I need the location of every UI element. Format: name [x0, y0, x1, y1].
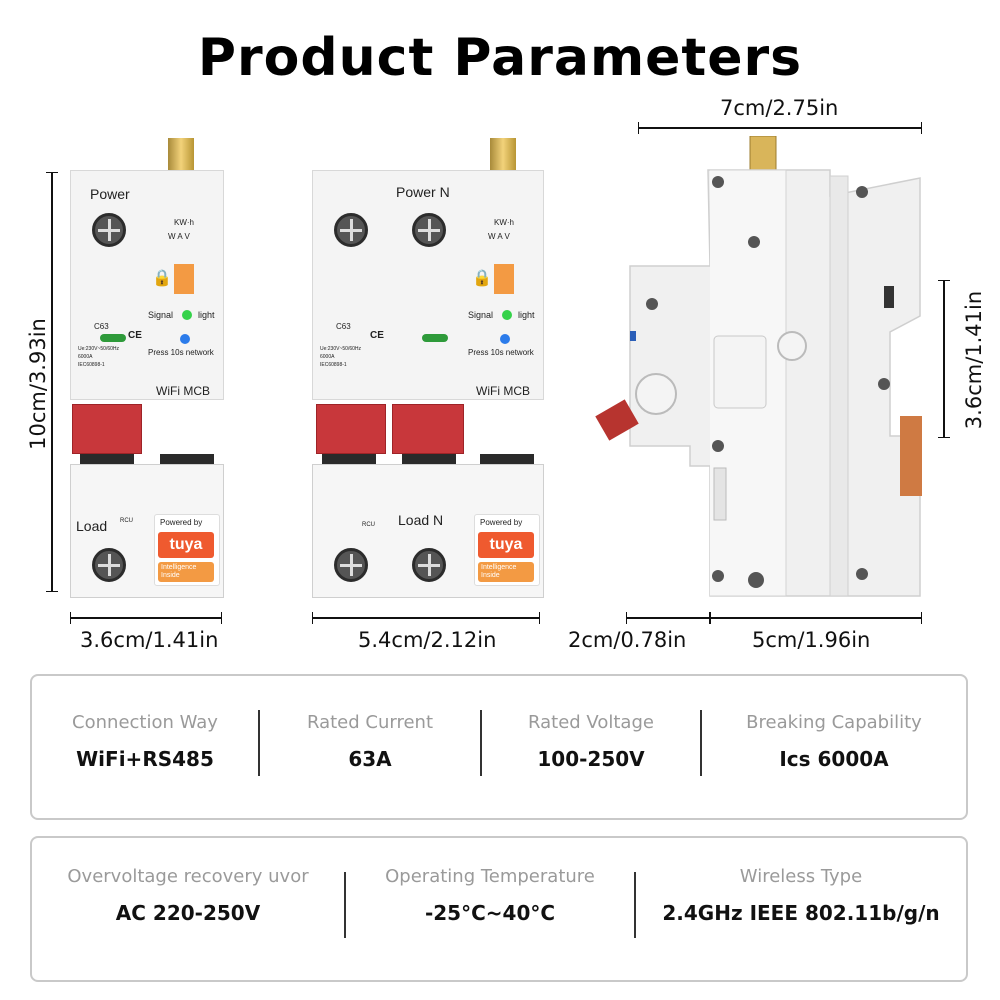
param-value: Ics 6000A	[779, 747, 889, 771]
side-top-label: 7cm/2.75in	[720, 96, 839, 120]
params-panel-1: Connection Way WiFi+RS485 Rated Current …	[30, 674, 968, 820]
spec-line-3: IEC60898-1	[78, 362, 105, 368]
screw-icon	[412, 548, 446, 582]
param-value: 2.4GHz IEEE 802.11b/g/n	[662, 901, 940, 925]
height-dimension-line	[46, 172, 58, 592]
param-value: AC 220-250V	[115, 901, 261, 925]
param-value: WiFi+RS485	[76, 747, 214, 771]
side-bottom-right-dimension-line	[710, 612, 922, 624]
param-wireless-type: Wireless Type 2.4GHz IEEE 802.11b/g/n	[636, 866, 966, 925]
rating-label: C63	[336, 322, 351, 331]
breaker-2p: Power N KW·h W A V 🔒 Signal light Press …	[312, 138, 544, 598]
height-dimension-label: 10cm/3.93in	[26, 318, 50, 450]
side-bottom-left-dimension-line	[626, 612, 710, 624]
side-bottom-right-label: 5cm/1.96in	[752, 628, 871, 652]
rcu-label: RCU	[362, 522, 375, 528]
kwh-label: KW·h	[494, 218, 514, 227]
antenna-icon	[490, 138, 516, 170]
param-rated-current: Rated Current 63A	[260, 712, 480, 771]
tuya-logo: tuya	[158, 532, 214, 558]
screw-icon	[412, 213, 446, 247]
tuya-logo: tuya	[478, 532, 534, 558]
network-button[interactable]	[180, 334, 190, 344]
breaker-toggle[interactable]	[316, 404, 386, 454]
spec-line-1: Ue:230V~50/60Hz	[78, 346, 120, 352]
press-network-label: Press 10s network	[468, 348, 534, 357]
param-value: 100-250V	[537, 747, 645, 771]
power-n-label: Power N	[396, 184, 450, 200]
width-1p-label: 3.6cm/1.41in	[80, 628, 219, 652]
param-label: Wireless Type	[739, 866, 863, 887]
width-1p-dimension-line	[70, 612, 222, 624]
screw-icon	[92, 213, 126, 247]
intelligence-label: Intelligence Inside	[478, 562, 534, 582]
param-label: Rated Voltage	[528, 712, 654, 733]
wifi-mcb-label: WiFi MCB	[156, 384, 210, 398]
wav-label: W A V	[168, 232, 190, 241]
param-label: Breaking Capability	[746, 712, 922, 733]
ce-mark: CE	[370, 330, 384, 341]
param-label: Rated Current	[306, 712, 434, 733]
rcu-label: RCU	[120, 518, 133, 524]
indicator-window	[174, 264, 194, 294]
param-label: Connection Way	[72, 712, 218, 733]
param-rated-voltage: Rated Voltage 100-250V	[482, 712, 700, 771]
signal-led	[502, 310, 512, 320]
screw-icon	[92, 548, 126, 582]
wifi-mcb-label: WiFi MCB	[476, 384, 530, 398]
spec-line-2: 6000A	[78, 354, 93, 360]
load-n-label: Load N	[398, 512, 444, 528]
signal-label: Signal	[148, 310, 174, 320]
powered-by-label: Powered by	[480, 518, 523, 527]
spec-line-3: IEC60898-1	[320, 362, 347, 368]
status-led	[100, 334, 126, 342]
side-height-label: 3.6cm/1.41in	[962, 290, 986, 430]
param-label: Operating Temperature	[385, 866, 595, 887]
width-2p-dimension-line	[312, 612, 540, 624]
rating-label: C63	[94, 322, 109, 331]
param-breaking-capability: Breaking Capability Ics 6000A	[702, 712, 966, 771]
load-label: Load	[76, 518, 108, 534]
powered-by-label: Powered by	[160, 518, 203, 527]
network-button[interactable]	[500, 334, 510, 344]
param-value: -25°C~40°C	[424, 901, 556, 925]
wav-label: W A V	[488, 232, 510, 241]
breaker-1p: Power KW·h W A V 🔒 Signal light Press 10…	[70, 138, 226, 598]
light-label: light	[198, 310, 215, 320]
param-operating-temperature: Operating Temperature -25°C~40°C	[346, 866, 634, 925]
signal-led	[182, 310, 192, 320]
antenna-icon	[168, 138, 194, 170]
side-bottom-left-label: 2cm/0.78in	[568, 628, 687, 652]
spec-line-2: 6000A	[320, 354, 335, 360]
power-label: Power	[90, 186, 130, 202]
ce-mark: CE	[128, 330, 142, 341]
width-2p-label: 5.4cm/2.12in	[358, 628, 497, 652]
param-connection-way: Connection Way WiFi+RS485	[32, 712, 258, 771]
spec-line-1: Ue:230V~50/60Hz	[320, 346, 362, 352]
side-top-dimension-line	[638, 122, 922, 134]
screw-icon	[334, 213, 368, 247]
breaker-toggle[interactable]	[72, 404, 142, 454]
side-view-drawing	[595, 136, 922, 597]
screw-icon	[334, 548, 368, 582]
lock-icon: 🔒	[472, 270, 492, 287]
breaker-toggle[interactable]	[392, 404, 464, 454]
light-label: light	[518, 310, 535, 320]
param-value: 63A	[348, 747, 392, 771]
lock-icon: 🔒	[152, 270, 172, 287]
signal-label: Signal	[468, 310, 494, 320]
press-network-label: Press 10s network	[148, 348, 214, 357]
intelligence-label: Intelligence Inside	[158, 562, 214, 582]
status-led	[422, 334, 448, 342]
page-title: Product Parameters	[197, 28, 803, 88]
params-panel-2: Overvoltage recovery uvor AC 220-250V Op…	[30, 836, 968, 982]
indicator-window	[494, 264, 514, 294]
param-label: Overvoltage recovery uvor	[67, 866, 309, 887]
kwh-label: KW·h	[174, 218, 194, 227]
side-height-dimension-line	[938, 280, 950, 438]
param-overvoltage-recovery: Overvoltage recovery uvor AC 220-250V	[32, 866, 344, 925]
